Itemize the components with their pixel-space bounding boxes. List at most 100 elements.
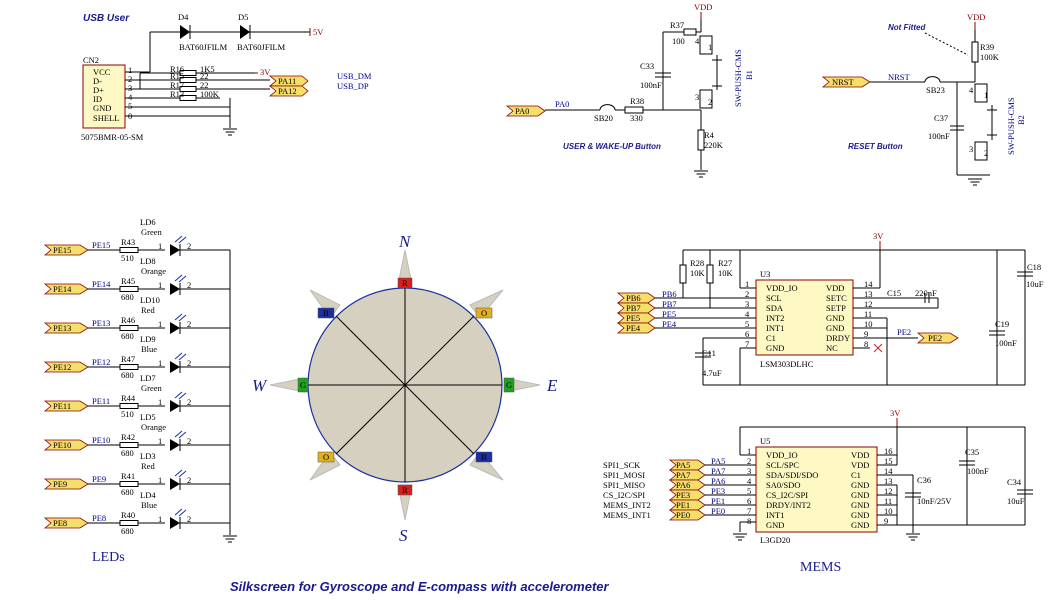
l3g-pin-name: SCL/SPC	[766, 460, 799, 470]
c19-ref: C19	[995, 319, 1009, 329]
b2-pin4: 4	[969, 85, 974, 95]
r28	[679, 264, 687, 284]
b1-ref: B1	[744, 70, 754, 80]
lsm-pin-name: SDA	[766, 303, 784, 313]
usb-pin-num: 2	[128, 74, 132, 84]
compass-marker-letter: G	[506, 380, 512, 390]
led-net-label: PE14	[92, 279, 111, 289]
led-resistor-ref: R40	[121, 510, 135, 520]
leds-title: LEDs	[92, 550, 125, 565]
led-resistor-ref: R47	[121, 354, 135, 364]
r4-ref: R4	[704, 130, 715, 140]
tag-pa11-label: PA11	[278, 76, 296, 86]
led-ref: LD8	[140, 256, 156, 266]
usb-5v-label: 5V	[313, 27, 324, 37]
l3g-signal-label: MEMS_INT2	[603, 500, 651, 510]
lsm-ref: U3	[760, 269, 770, 279]
l3g-signal-label: SPI1_MOSI	[603, 470, 645, 480]
led-net-label: PE10	[92, 435, 110, 445]
led-resistor-ref: R45	[121, 276, 135, 286]
usb-pin-d: D+	[93, 85, 104, 95]
l3g-pin-name: SA0/SDO	[766, 480, 800, 490]
b2-pin1: 1	[984, 90, 988, 100]
led-resistor-value: 680	[121, 292, 134, 302]
compass-marker	[317, 307, 335, 319]
cn2-ref: CN2	[83, 55, 99, 65]
compass-marker	[475, 307, 493, 319]
l3g-pin-name: GND	[851, 480, 869, 490]
r37-value: 100	[672, 36, 685, 46]
led-color: Blue	[141, 500, 157, 510]
compass-south: S	[399, 526, 408, 545]
usb-pin-num: 1	[128, 65, 132, 75]
usb-pin-num: 4	[128, 92, 133, 102]
b1-pin2: 2	[708, 97, 712, 107]
lsm-pin-name: DRDY	[826, 333, 850, 343]
d4-ref: D4	[178, 12, 189, 22]
l3g-signal-label: CS_I2C/SPI	[603, 490, 645, 500]
lsm-pin-num: 3	[745, 299, 749, 309]
usb-resistor-ref: R16	[170, 64, 184, 74]
l3g-pin-num: 6	[747, 496, 751, 506]
led-icon	[170, 283, 180, 295]
compass-marker-letter: G	[300, 380, 306, 390]
c33-ref: C33	[640, 61, 654, 71]
l3g-pin-name: VDD	[851, 460, 869, 470]
tag-pe15	[43, 244, 89, 256]
net-usb-dm: USB_DM	[337, 71, 372, 81]
tag-pe0	[668, 509, 706, 521]
compass-marker	[397, 484, 413, 496]
usb-resistor	[179, 95, 197, 101]
led-pin2: 2	[187, 436, 191, 446]
led-icon	[170, 478, 180, 490]
usb-pin-gnd: GND	[93, 103, 111, 113]
led-ref: LD6	[140, 217, 156, 227]
l3g-pin-num: 9	[884, 516, 888, 526]
reset-vdd-label: VDD	[967, 12, 985, 22]
l3g-pin-num: 13	[884, 476, 893, 486]
l3g-net-label: PA7	[711, 466, 725, 476]
l3g-pin-name: INT1	[766, 510, 784, 520]
led-resistor-ref: R43	[121, 237, 135, 247]
l3g-signal-label: SPI1_SCK	[603, 460, 641, 470]
c15-ref: C15	[887, 288, 901, 298]
led-ref: LD3	[140, 451, 156, 461]
lsm-pin-num: 14	[864, 279, 873, 289]
c18-ref: C18	[1027, 262, 1041, 272]
r37	[683, 28, 697, 36]
sb20-ref: SB20	[594, 113, 613, 123]
compass-marker	[397, 277, 413, 289]
l3g-part: L3GD20	[760, 535, 790, 545]
led-color: Red	[141, 305, 155, 315]
lsm-pin-name: INT1	[766, 323, 784, 333]
led-pin1: 1	[158, 436, 162, 446]
lsm-tag-label: PB6	[626, 293, 641, 303]
user-button-header: USER & WAKE-UP Button	[563, 142, 661, 151]
led-resistor-ref: R44	[121, 393, 136, 403]
lsm-pin-name: SETC	[826, 293, 847, 303]
led-pin1: 1	[158, 358, 162, 368]
switch-b1[interactable]	[699, 35, 713, 55]
b1-pin4: 4	[695, 36, 700, 46]
l3g-pin-num: 15	[884, 456, 893, 466]
c15-value: 220nF	[915, 288, 937, 298]
led-ref: LD9	[140, 334, 156, 344]
led-pin2: 2	[187, 241, 191, 251]
lsm-pin-num: 9	[864, 329, 868, 339]
tag-pe11	[43, 400, 89, 412]
led-net-label: PE13	[92, 318, 110, 328]
lsm-pin-num: 11	[864, 309, 872, 319]
l3g-pin-num: 14	[884, 466, 893, 476]
switch-b2[interactable]	[974, 83, 988, 103]
l3g-signal-label: SPI1_MISO	[603, 480, 645, 490]
led-tag-label: PE12	[53, 362, 71, 372]
b1-switch-label: SW-PUSH-CMS	[733, 49, 743, 107]
l3g-pin-num: 2	[747, 456, 751, 466]
led-pin1: 1	[158, 319, 162, 329]
usb-resistor	[179, 70, 197, 76]
